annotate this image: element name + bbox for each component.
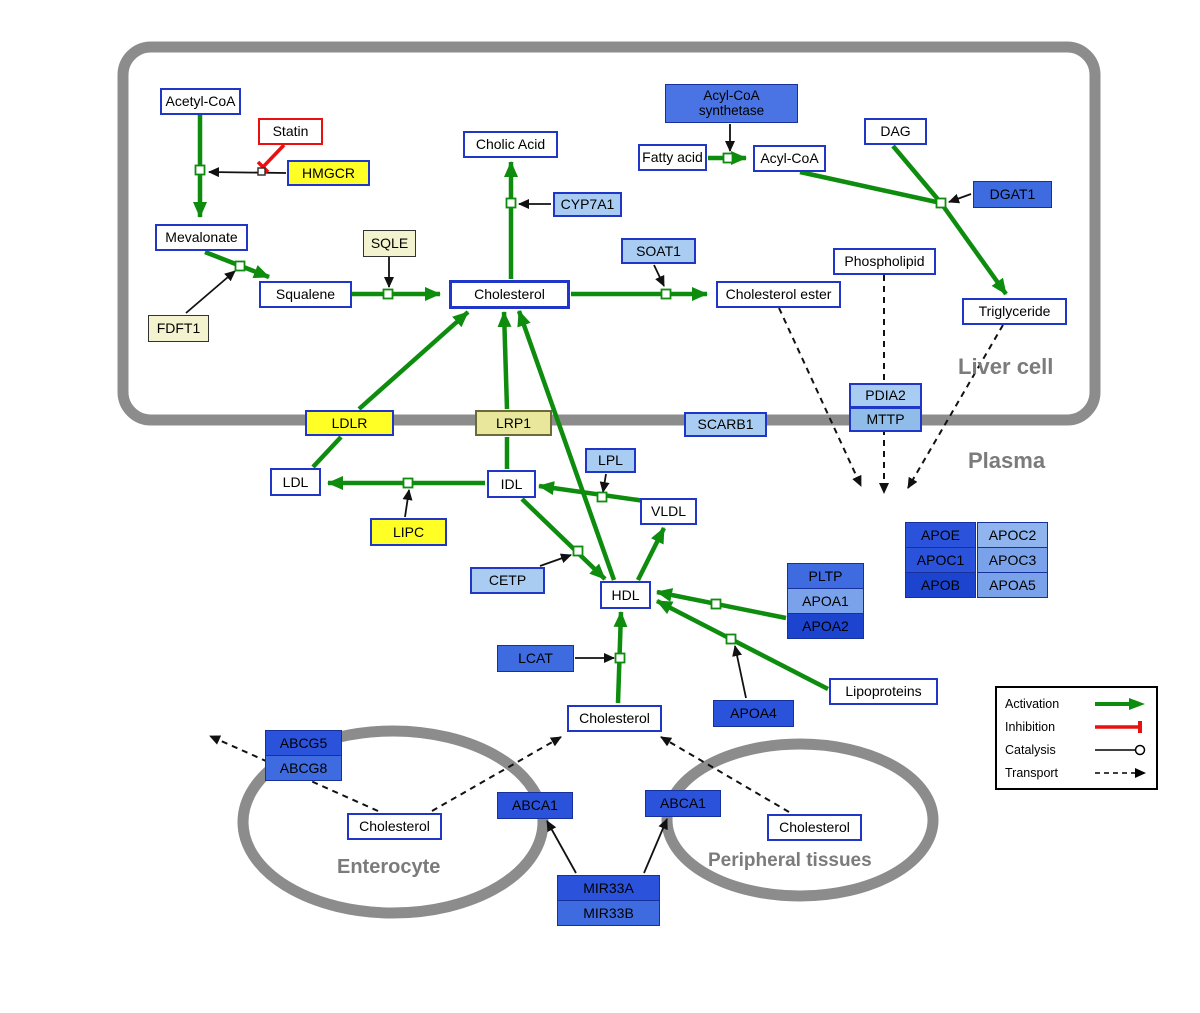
- node-pltp[interactable]: PLTP: [787, 563, 864, 589]
- legend-row-inhibition: Inhibition: [1005, 717, 1148, 737]
- node-apoc2[interactable]: APOC2: [977, 522, 1048, 548]
- inhibition-tee-icon: [1095, 720, 1142, 733]
- node-ldl[interactable]: LDL: [270, 468, 321, 496]
- node-abca1-peripheral[interactable]: ABCA1: [645, 790, 721, 817]
- node-hmgcr[interactable]: HMGCR: [287, 160, 370, 186]
- node-lipoproteins[interactable]: Lipoproteins: [829, 678, 938, 705]
- node-dgat1[interactable]: DGAT1: [973, 181, 1052, 208]
- node-pdia2[interactable]: PDIA2: [849, 383, 922, 408]
- reaction-node-squares: [194, 152, 947, 664]
- node-lrp1[interactable]: LRP1: [475, 410, 552, 436]
- node-squalene[interactable]: Squalene: [259, 281, 352, 308]
- catalysis-circle-icon: [1095, 744, 1146, 755]
- activation-arrow-icon: [1095, 697, 1145, 710]
- node-cholesterol-peripheral[interactable]: Cholesterol: [767, 814, 862, 841]
- node-cholesterol-enterocyte[interactable]: Cholesterol: [347, 813, 442, 840]
- node-scarb1[interactable]: SCARB1: [684, 412, 767, 437]
- node-apoa2[interactable]: APOA2: [787, 613, 864, 639]
- liver-cell-label: Liver cell: [958, 354, 1054, 379]
- node-acyl-coa-synthetase[interactable]: Acyl-CoA synthetase: [665, 84, 798, 123]
- node-apoe[interactable]: APOE: [905, 522, 976, 548]
- node-ldlr[interactable]: LDLR: [305, 410, 394, 436]
- node-abcg8[interactable]: ABCG8: [265, 755, 342, 781]
- node-mevalonate[interactable]: Mevalonate: [155, 224, 248, 251]
- node-fdft1[interactable]: FDFT1: [148, 315, 209, 342]
- catalysis-edges: [185, 124, 972, 874]
- node-soat1[interactable]: SOAT1: [621, 238, 696, 264]
- node-apob[interactable]: APOB: [905, 572, 976, 598]
- enterocyte-label: Enterocyte: [337, 856, 441, 878]
- node-apoa4[interactable]: APOA4: [713, 700, 794, 727]
- legend-catalysis-label: Catalysis: [1005, 742, 1056, 757]
- node-abca1-enterocyte[interactable]: ABCA1: [497, 792, 573, 819]
- node-abcg5[interactable]: ABCG5: [265, 730, 342, 756]
- node-statin[interactable]: Statin: [258, 118, 323, 145]
- node-sqle[interactable]: SQLE: [363, 230, 416, 257]
- node-idl[interactable]: IDL: [487, 470, 536, 498]
- node-mir33b[interactable]: MIR33B: [557, 900, 660, 926]
- peripheral-tissues-label: Peripheral tissues: [708, 850, 872, 871]
- node-acyl-coa[interactable]: Acyl-CoA: [753, 145, 826, 172]
- legend-row-catalysis: Catalysis: [1005, 740, 1148, 760]
- legend-row-transport: Transport: [1005, 763, 1148, 783]
- plasma-label: Plasma: [968, 448, 1046, 473]
- node-fatty-acid[interactable]: Fatty acid: [638, 144, 707, 171]
- node-apoa5[interactable]: APOA5: [977, 572, 1048, 598]
- node-triglyceride[interactable]: Triglyceride: [962, 298, 1067, 325]
- node-apoc1[interactable]: APOC1: [905, 547, 976, 573]
- node-cholesterol-ester[interactable]: Cholesterol ester: [716, 281, 841, 308]
- enterocyte-membrane: [237, 725, 549, 919]
- inhibition-edge: [256, 143, 286, 174]
- catalysis-anchor-square: [257, 167, 266, 176]
- legend-transport-label: Transport: [1005, 765, 1059, 780]
- node-mttp[interactable]: MTTP: [849, 407, 922, 432]
- legend-inhibition-label: Inhibition: [1005, 719, 1056, 734]
- node-cyp7a1[interactable]: CYP7A1: [553, 192, 622, 217]
- legend-activation-label: Activation: [1005, 696, 1060, 711]
- node-cholic-acid[interactable]: Cholic Acid: [463, 131, 558, 158]
- legend: Activation Inhibition Catalysis Transpor…: [995, 686, 1158, 790]
- node-lcat[interactable]: LCAT: [497, 645, 574, 672]
- node-acetyl-coa[interactable]: Acetyl-CoA: [160, 88, 241, 115]
- node-apoa1[interactable]: APOA1: [787, 588, 864, 614]
- node-hdl[interactable]: HDL: [600, 581, 651, 609]
- node-cholesterol-plasma[interactable]: Cholesterol: [567, 705, 662, 732]
- node-phospholipid[interactable]: Phospholipid: [833, 248, 936, 275]
- legend-row-activation: Activation: [1005, 694, 1148, 714]
- liver-cell-membrane: [117, 41, 1101, 426]
- node-cetp[interactable]: CETP: [470, 567, 545, 594]
- node-dag[interactable]: DAG: [864, 118, 927, 145]
- node-cholesterol-liver[interactable]: Cholesterol: [449, 280, 570, 309]
- activation-edges: [193, 115, 1008, 704]
- node-apoc3[interactable]: APOC3: [977, 547, 1048, 573]
- node-vldl[interactable]: VLDL: [640, 498, 697, 525]
- transport-dashed-arrow-icon: [1095, 767, 1146, 778]
- node-mir33a[interactable]: MIR33A: [557, 875, 660, 901]
- node-lipc[interactable]: LIPC: [370, 518, 447, 546]
- node-lpl[interactable]: LPL: [585, 448, 636, 473]
